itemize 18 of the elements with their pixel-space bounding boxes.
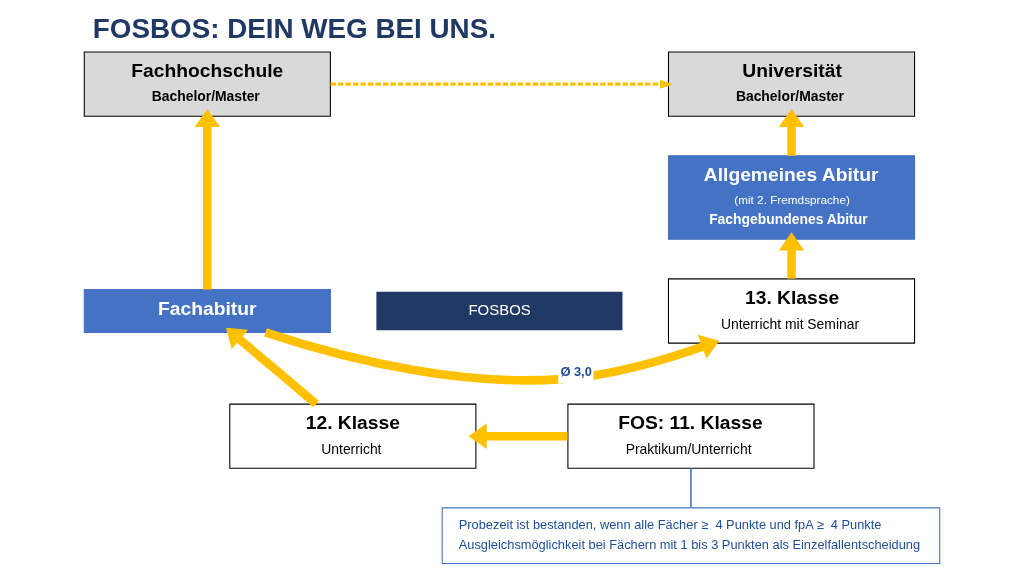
- arrow: [468, 423, 568, 449]
- node-box: FOS: 11. Klasse Praktikum/Unterricht: [567, 403, 815, 469]
- node-box: 12. Klasse Unterricht: [229, 403, 477, 469]
- node-box: Universität Bachelor/Master: [667, 51, 916, 117]
- arrow: [778, 232, 805, 279]
- diagram-title: FOSBOS: DEIN WEG BEI UNS.: [92, 12, 496, 44]
- node-box: Probezeit ist bestanden, wenn alle Fächer ≥ 4 Punkte und fpA ≥ 4 Punkte Ausgleichsmöglichkeit bei Fächern mit 1 bis 3 Punkten als Einzelfallentscheidung: [441, 507, 941, 565]
- node-box: Fachabitur: [83, 289, 331, 333]
- node-box: Allgemeines Abitur (mit 2. Fremdsprache) Fachgebundenes Abitur: [667, 155, 916, 240]
- arrow: [330, 79, 674, 89]
- arrow: [778, 108, 805, 156]
- label: FOSBOS: [468, 300, 531, 318]
- edge-label: Ø 3,0: [560, 364, 592, 380]
- connector: [690, 467, 692, 509]
- node-box: 13. Klasse Unterricht mit Seminar: [667, 278, 916, 344]
- node-box: Fachhochschule Bachelor/Master: [83, 51, 331, 117]
- arrow: [194, 108, 221, 290]
- arrow: [226, 327, 319, 408]
